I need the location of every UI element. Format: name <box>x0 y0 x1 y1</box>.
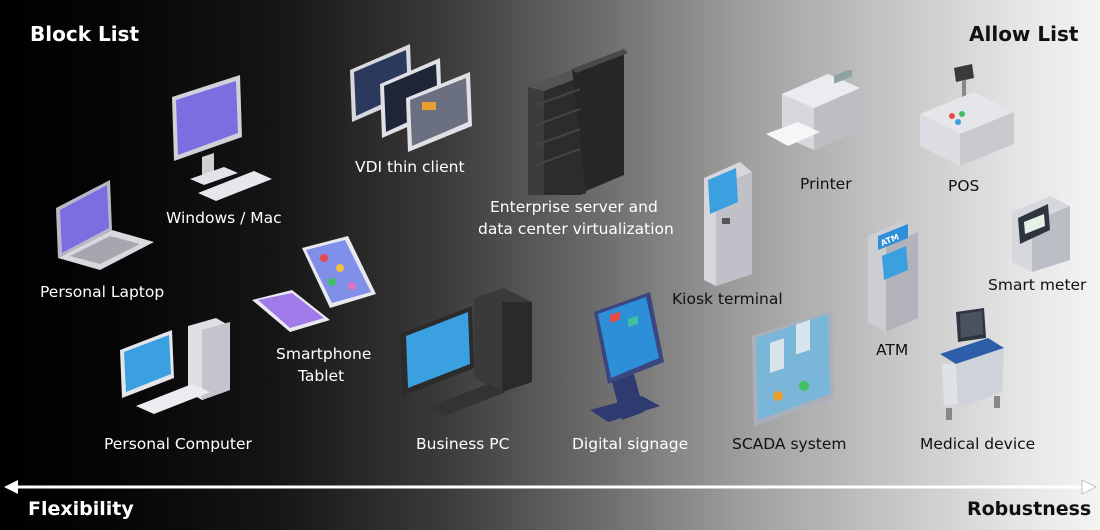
axis-arrow-left-icon <box>4 480 18 494</box>
business-pc-icon <box>400 288 532 416</box>
allow-list-heading: Allow List <box>969 22 1079 46</box>
printer-icon <box>766 70 860 150</box>
digital-signage-label: Digital signage <box>572 435 689 453</box>
atm-label: ATM <box>876 341 909 359</box>
personal-computer-label: Personal Computer <box>104 435 252 453</box>
vdi-thin-client-icon <box>350 44 472 152</box>
medical-device-label: Medical device <box>920 435 1036 453</box>
scada-label: SCADA system <box>732 435 847 453</box>
smartphone-tablet-icon <box>252 236 376 332</box>
personal-laptop-label: Personal Laptop <box>40 283 165 301</box>
axis-left-label: Flexibility <box>28 498 134 520</box>
kiosk-terminal-icon <box>704 162 752 286</box>
desktop-monitor-icon <box>172 75 272 201</box>
business-pc-label: Business PC <box>416 435 510 453</box>
medical-device-icon <box>940 308 1004 420</box>
printer-label: Printer <box>800 175 852 193</box>
flexibility-robustness-axis <box>4 479 1097 495</box>
smartphone-label: Smartphone <box>276 345 372 363</box>
laptop-icon <box>56 180 154 270</box>
axis-arrow-right-icon <box>1081 479 1097 495</box>
atm-icon: ATM <box>868 222 918 332</box>
server-rack-icon <box>528 49 628 195</box>
pos-label: POS <box>948 177 980 195</box>
smart-meter-icon <box>1012 196 1070 272</box>
digital-signage-icon <box>590 292 664 422</box>
pos-icon <box>920 64 1014 166</box>
vdi-label: VDI thin client <box>355 158 465 176</box>
block-list-heading: Block List <box>30 22 140 46</box>
axis-right-label: Robustness <box>967 498 1092 520</box>
tablet-label: Tablet <box>298 367 345 385</box>
scada-system-icon <box>752 310 834 426</box>
server-label-line1: Enterprise server and <box>490 198 658 216</box>
smart-meter-label: Smart meter <box>988 276 1087 294</box>
windows-mac-label: Windows / Mac <box>166 209 282 227</box>
server-label-line2: data center virtualization <box>478 220 674 238</box>
kiosk-label: Kiosk terminal <box>672 290 783 308</box>
personal-computer-icon <box>120 318 230 414</box>
